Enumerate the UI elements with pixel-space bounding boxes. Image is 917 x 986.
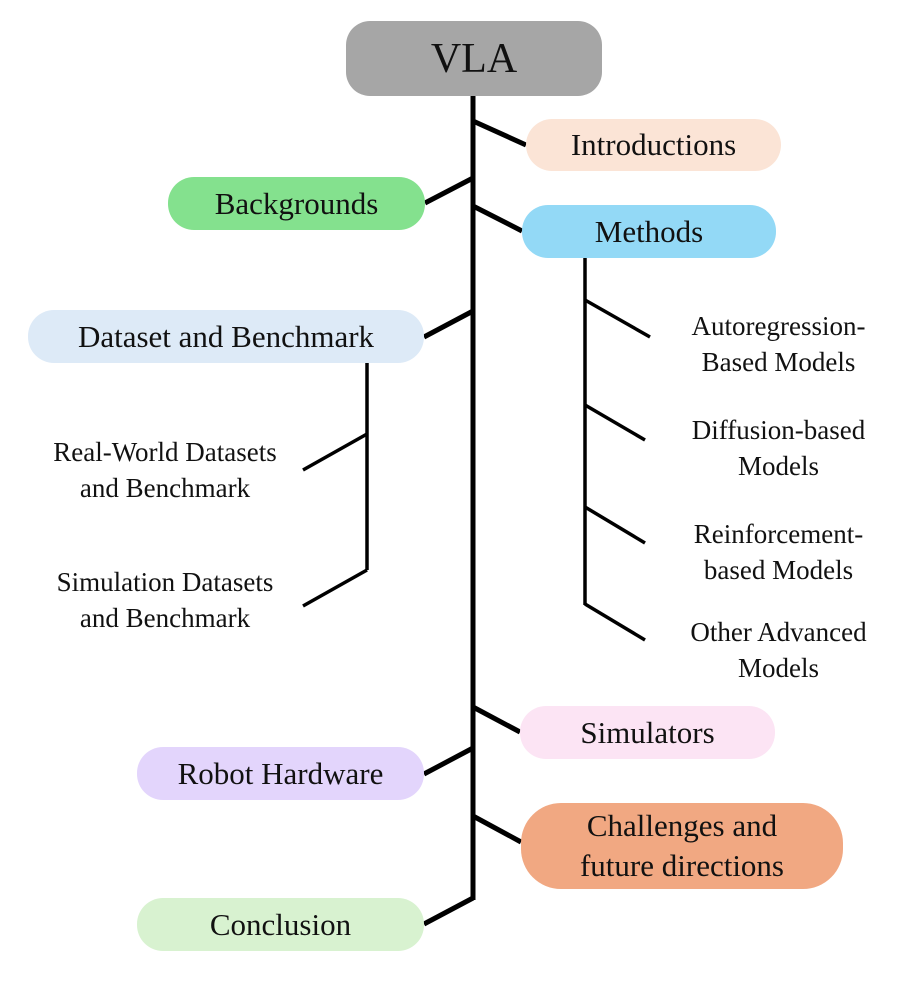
root-node-vla: VLA bbox=[346, 21, 602, 96]
section-methods: Methods bbox=[522, 205, 776, 258]
leaf-line-2: Based Models bbox=[701, 347, 856, 377]
dataset-leaf-2 bbox=[302, 568, 368, 608]
method-other-advanced-models: Other Advanced Models bbox=[660, 614, 897, 686]
leaf-line-2: based Models bbox=[703, 555, 854, 585]
section-robot-hardware: Robot Hardware bbox=[137, 747, 424, 800]
branch-backgrounds bbox=[423, 175, 475, 206]
dataset-real-world-datasets-and-benchmark: Real-World Datasets and Benchmark bbox=[20, 434, 310, 506]
dataset-leaf-1 bbox=[302, 432, 368, 472]
branch-methods bbox=[471, 203, 524, 234]
leaf-line-2: Models bbox=[738, 451, 819, 481]
branch-simulators bbox=[471, 704, 522, 735]
methods-leaf-1 bbox=[584, 298, 651, 339]
branch-introductions bbox=[471, 118, 528, 148]
challenges-line-1: Challenges and bbox=[586, 807, 778, 843]
methods-leaf-3 bbox=[584, 505, 646, 545]
branch-challenges bbox=[471, 813, 523, 845]
challenges-line-2: future directions bbox=[579, 848, 784, 883]
leaf-line-1: Other Advanced bbox=[690, 617, 867, 647]
dataset-simulation-datasets-and-benchmark: Simulation Datasets and Benchmark bbox=[20, 564, 310, 636]
branch-robot-hardware bbox=[422, 745, 475, 777]
leaf-line-1: Diffusion-based bbox=[691, 415, 866, 445]
leaf-line-1: Reinforcement- bbox=[693, 519, 864, 549]
leaf-line-2: Models bbox=[738, 653, 819, 683]
branch-dataset bbox=[422, 308, 475, 340]
method-reinforcement-based-models: Reinforcement- based Models bbox=[660, 516, 897, 588]
section-challenges-and-future-directions: Challenges and future directions bbox=[521, 803, 843, 889]
branch-conclusion bbox=[422, 895, 475, 927]
leaf-line-1: Real-World Datasets bbox=[53, 437, 277, 467]
methods-leaf-4 bbox=[584, 602, 646, 642]
method-diffusion-based-models: Diffusion-based Models bbox=[660, 412, 897, 484]
methods-leaf-2 bbox=[584, 403, 646, 442]
leaf-line-2: and Benchmark bbox=[79, 473, 251, 503]
section-backgrounds: Backgrounds bbox=[168, 177, 425, 230]
section-simulators: Simulators bbox=[520, 706, 775, 759]
method-autoregression-based-models: Autoregression- Based Models bbox=[660, 308, 897, 380]
leaf-line-2: and Benchmark bbox=[79, 603, 251, 633]
leaf-line-1: Autoregression- bbox=[691, 311, 866, 341]
section-introductions: Introductions bbox=[526, 119, 781, 171]
section-conclusion: Conclusion bbox=[137, 898, 424, 951]
section-dataset-and-benchmark: Dataset and Benchmark bbox=[28, 310, 424, 363]
leaf-line-1: Simulation Datasets bbox=[56, 567, 274, 597]
